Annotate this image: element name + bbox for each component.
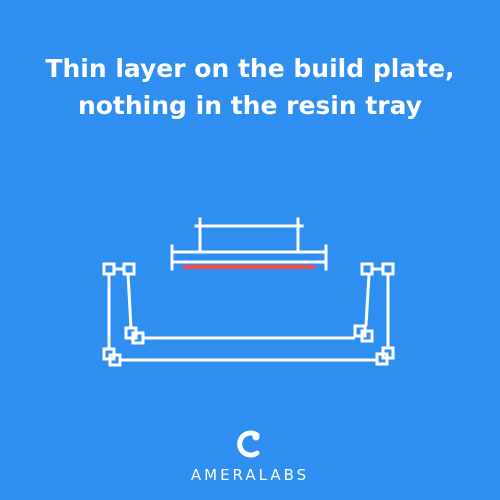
brand-name: AMERALABS	[190, 466, 310, 484]
ameralabs-logo-icon	[237, 430, 260, 458]
cured-resin-layer	[183, 265, 315, 269]
diagram-title: Thin layer on the build plate, nothing i…	[45, 54, 455, 120]
resin-tray	[102, 262, 395, 367]
build-plate	[170, 217, 328, 271]
brand-logo: AMERALABS	[150, 428, 350, 484]
